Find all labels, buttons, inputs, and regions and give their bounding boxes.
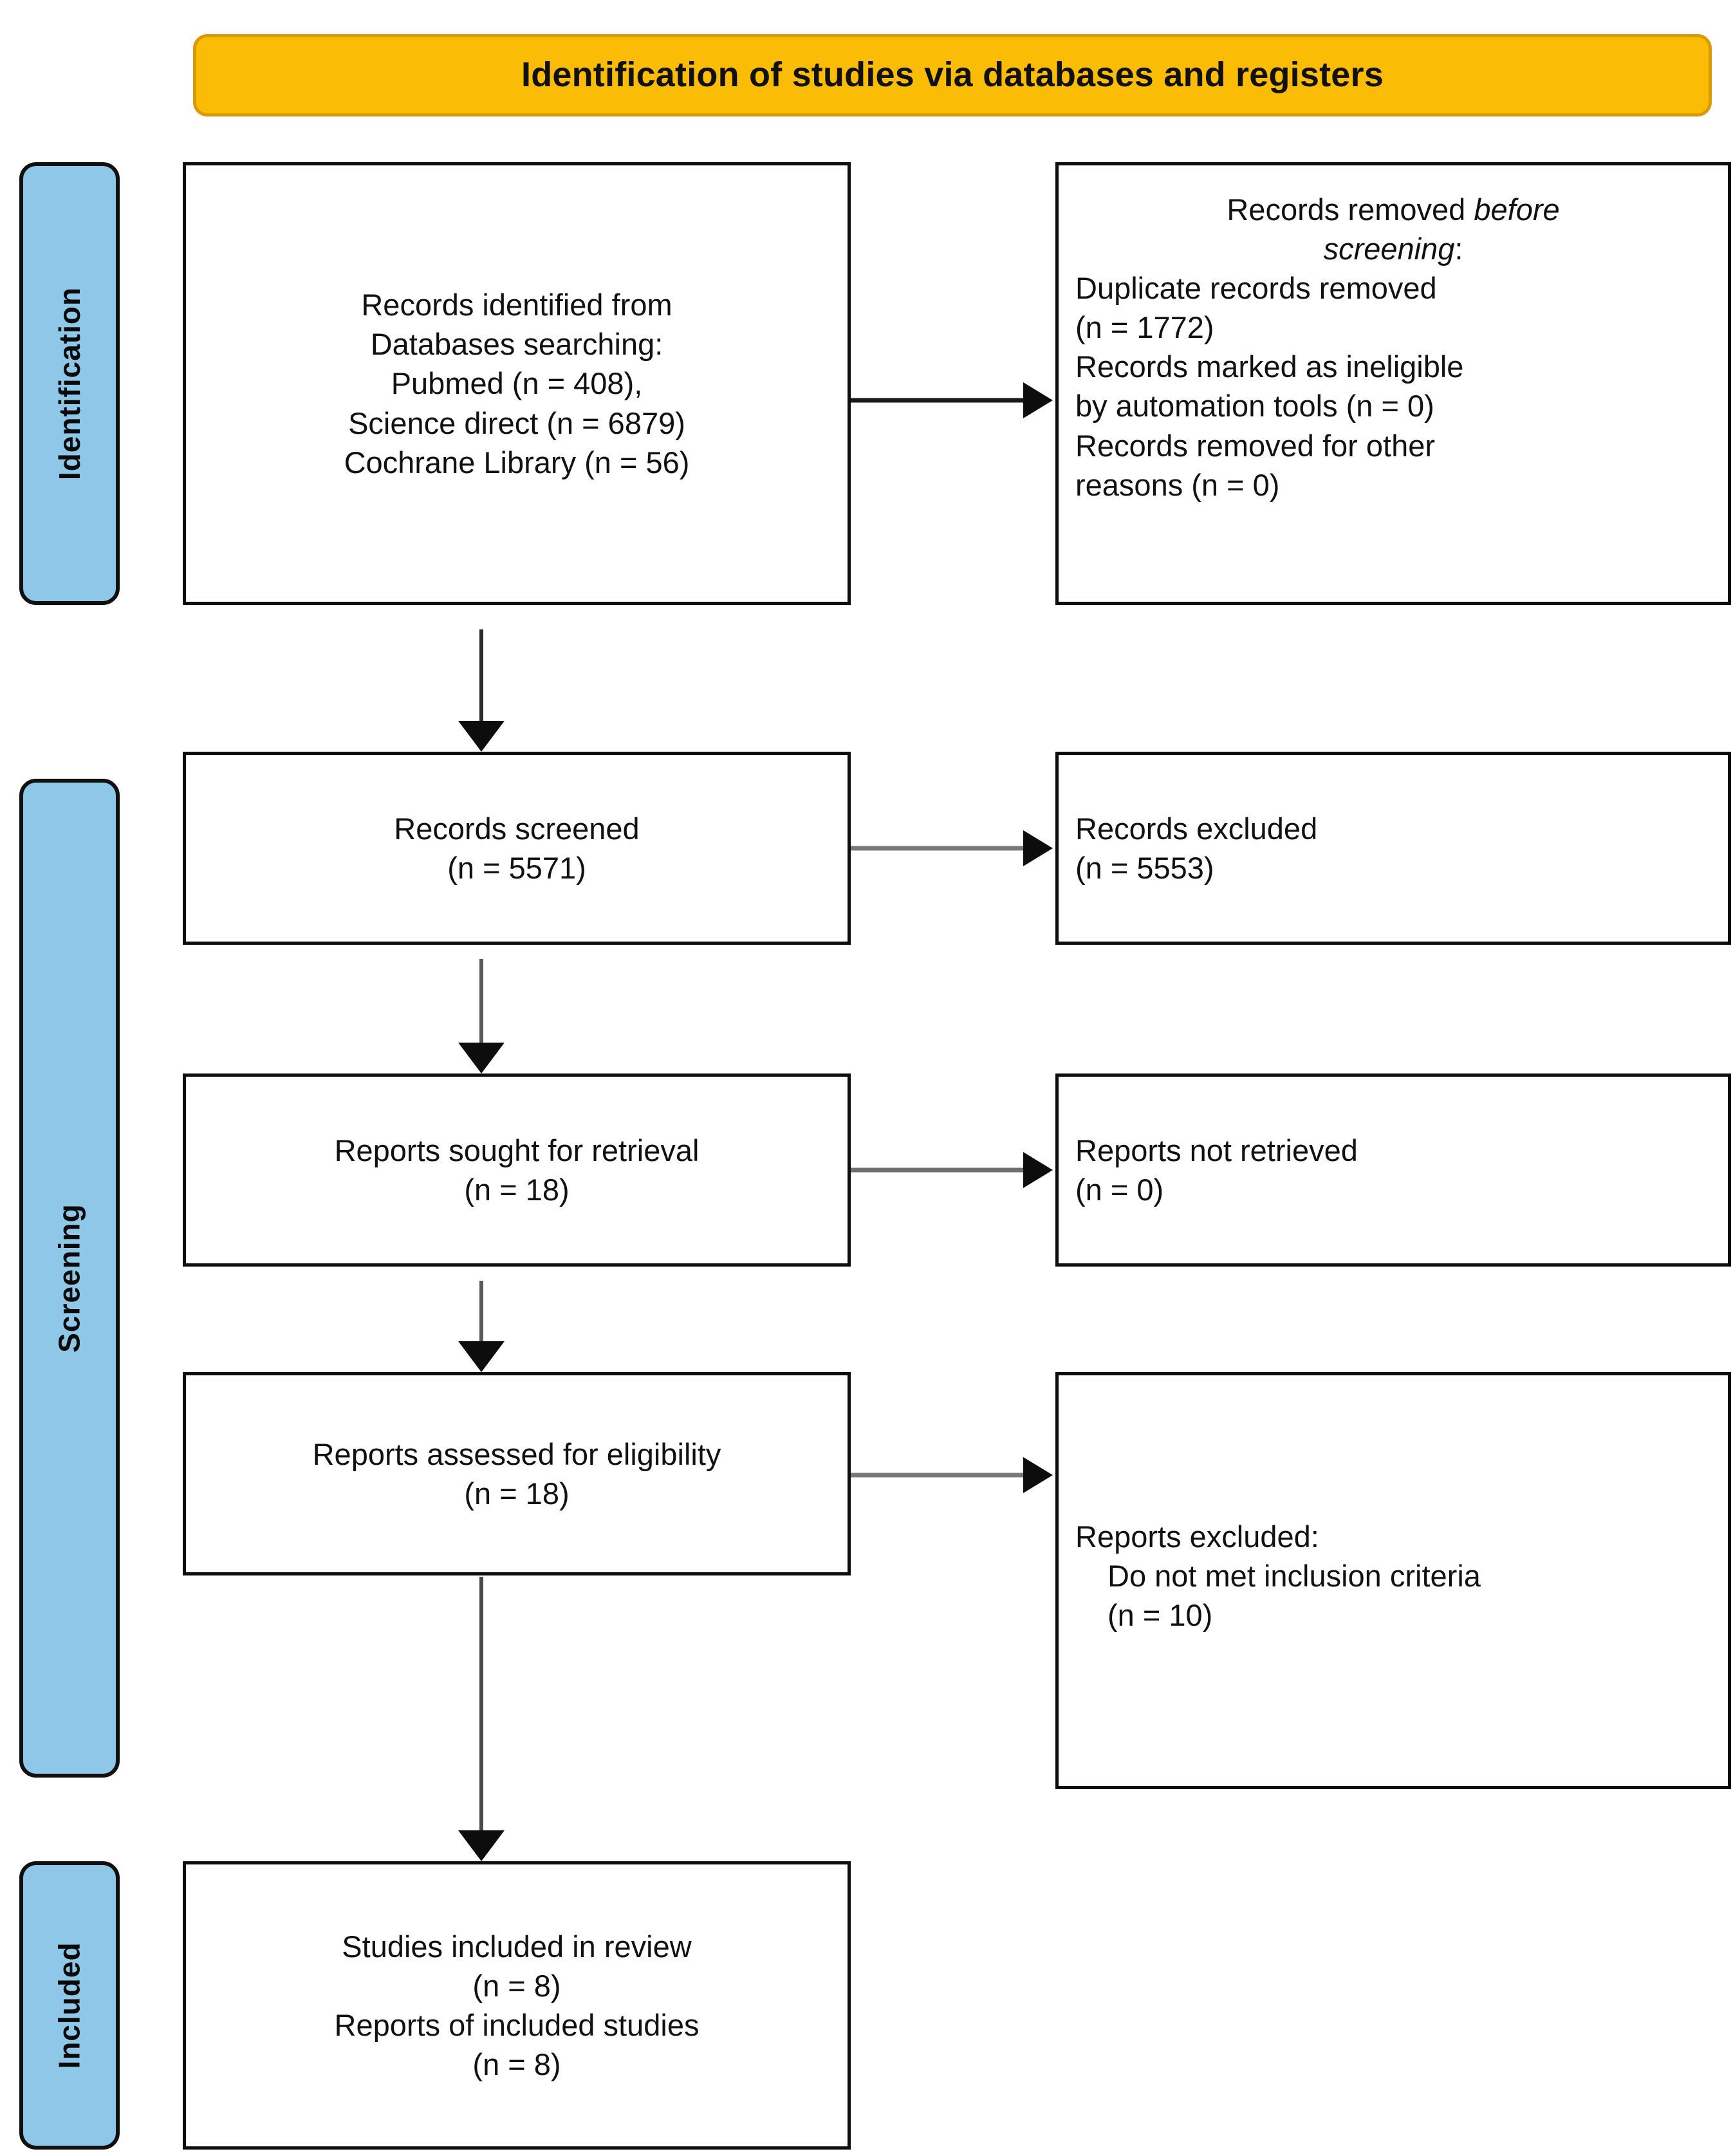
arrow-stem xyxy=(479,1577,483,1833)
arrow-head-icon xyxy=(458,721,505,752)
stage-label-screening-text: Screening xyxy=(53,1203,87,1353)
box-reports-assessed-for-eligibility: Reports assessed for eligibility(n = 18) xyxy=(183,1372,851,1575)
arrow-stem xyxy=(479,959,483,1045)
box-records-screened: Records screened(n = 5571) xyxy=(183,752,851,945)
arrow-head-icon xyxy=(1023,1457,1053,1493)
arrow-head-icon xyxy=(458,1043,505,1073)
diagram-header-banner: Identification of studies via databases … xyxy=(193,34,1712,116)
arrow-stem xyxy=(851,846,1026,851)
box-studies-included-in-review: Studies included in review(n = 8)Reports… xyxy=(183,1861,851,2150)
box-reports-excluded-text: Reports excluded:Do not met inclusion cr… xyxy=(1075,1519,1481,1633)
box-records-excluded-text: Records excluded(n = 5553) xyxy=(1075,811,1318,885)
box-records-screened-text: Records screened(n = 5571) xyxy=(394,811,640,885)
box-reports-excluded: Reports excluded:Do not met inclusion cr… xyxy=(1055,1372,1731,1789)
stage-label-identification: Identification xyxy=(19,162,120,605)
box-reports-sought-text: Reports sought for retrieval(n = 18) xyxy=(334,1133,700,1207)
box-records-excluded: Records excluded(n = 5553) xyxy=(1055,752,1731,945)
arrow-head-icon xyxy=(458,1341,505,1372)
arrow-head-icon xyxy=(1023,830,1053,866)
arrow-stem xyxy=(851,1167,1026,1173)
box-reports-not-retrieved-text: Reports not retrieved(n = 0) xyxy=(1075,1133,1358,1207)
arrow-stem xyxy=(851,398,1026,403)
stage-label-included: Included xyxy=(19,1861,120,2150)
diagram-title: Identification of studies via databases … xyxy=(521,55,1384,95)
box-studies-included-text: Studies included in review(n = 8)Reports… xyxy=(334,1929,700,2082)
box-reports-not-retrieved: Reports not retrieved(n = 0) xyxy=(1055,1073,1731,1267)
stage-label-included-text: Included xyxy=(53,1942,86,2069)
arrow-stem xyxy=(479,1281,483,1344)
box-reports-assessed-text: Reports assessed for eligibility(n = 18) xyxy=(312,1436,721,1510)
stage-label-screening: Screening xyxy=(19,779,120,1778)
stage-label-identification-text: Identification xyxy=(53,286,87,481)
arrow-stem xyxy=(479,629,483,723)
box-reports-sought-for-retrieval: Reports sought for retrieval(n = 18) xyxy=(183,1073,851,1267)
arrow-head-icon xyxy=(1023,382,1053,418)
arrow-head-icon xyxy=(458,1830,505,1861)
arrow-head-icon xyxy=(1023,1152,1053,1188)
arrow-stem xyxy=(851,1473,1026,1478)
